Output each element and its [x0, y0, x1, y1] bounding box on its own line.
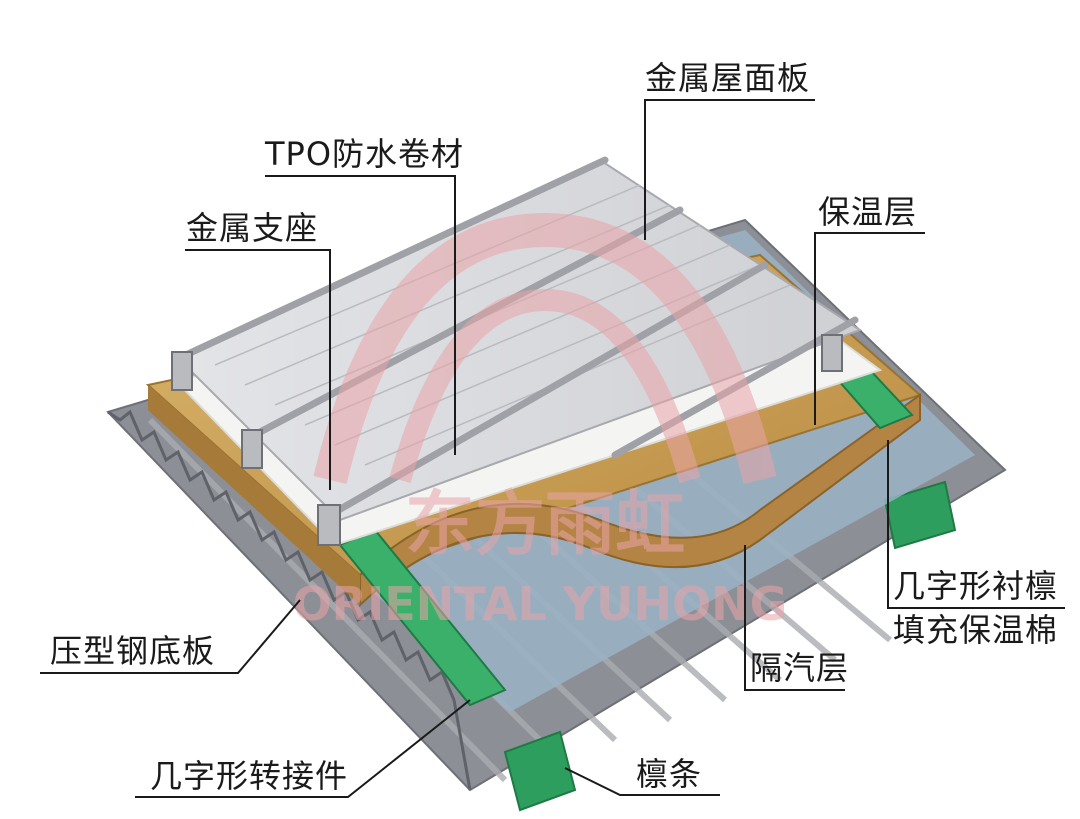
leader-insulation-layer [814, 232, 925, 425]
leader-tpo-membrane [265, 175, 456, 455]
purlin [503, 480, 957, 812]
leader-hat-purlin-liner [887, 440, 1065, 609]
label-hat-purlin-liner: 几字形衬檩 [893, 567, 1059, 605]
label-tpo-membrane: TPO防水卷材 [265, 135, 465, 173]
watermark-cn: 东方雨虹 [405, 483, 685, 565]
leader-metal-support [185, 249, 331, 490]
leader-lines [40, 99, 1065, 798]
label-hat-adapter: 几字形转接件 [150, 757, 349, 795]
label-purlin: 檩条 [636, 755, 703, 793]
leader-vapor-barrier [744, 545, 845, 691]
leader-steel-deck [40, 599, 301, 674]
label-insulation-layer: 保温层 [818, 193, 918, 231]
leader-metal-roof-panel [644, 99, 815, 240]
label-metal-roof-panel: 金属屋面板 [645, 59, 811, 97]
label-vapor-barrier: 隔汽层 [750, 649, 850, 687]
label-fill-insulation-wool: 填充保温棉 [893, 611, 1059, 649]
leader-purlin [564, 767, 720, 796]
watermark: 东方雨虹 ORIENTAL YUHONG [293, 212, 788, 631]
label-metal-support: 金属支座 [186, 209, 319, 247]
leader-hat-adapter [135, 699, 471, 798]
metal-support [171, 334, 843, 546]
watermark-en: ORIENTAL YUHONG [293, 577, 788, 631]
label-profiled-steel-deck: 压型钢底板 [50, 632, 216, 670]
